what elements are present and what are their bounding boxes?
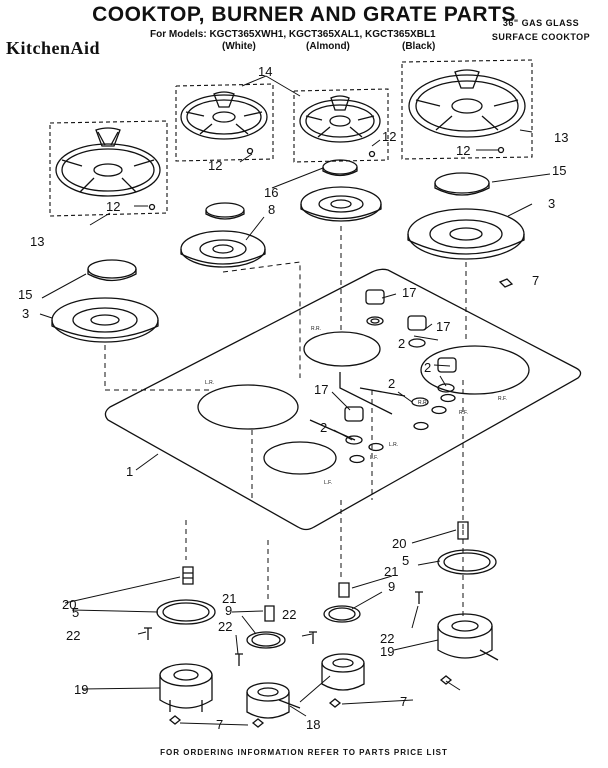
- callout-14: 14: [258, 64, 272, 79]
- screws: [144, 591, 423, 666]
- cooktop-subtitle: 36" GAS GLASS SURFACE COOKTOP: [486, 16, 596, 44]
- callout-5-left: 5: [72, 605, 79, 620]
- callout-9-left: 9: [225, 603, 232, 618]
- mark-rr-valve: R.R.: [418, 400, 428, 406]
- callout-5-right: 5: [402, 553, 409, 568]
- callout-15-right: 15: [552, 163, 566, 178]
- burner-cap-right-large: [434, 172, 490, 196]
- burner-cap-center-left: [205, 202, 245, 220]
- mark-lf: L.F.: [324, 480, 332, 486]
- ordering-footer: FOR ORDERING INFORMATION REFER TO PARTS …: [160, 748, 448, 757]
- callout-16: 16: [264, 185, 278, 200]
- mark-lr: L.R.: [205, 380, 214, 386]
- burner-cap-center: [322, 159, 358, 177]
- control-knobs: [344, 289, 457, 464]
- grate-box-center: [293, 88, 389, 163]
- leader-lines: [39, 75, 551, 726]
- callout-13-right: 13: [554, 130, 568, 145]
- callout-21-right: 21: [384, 564, 398, 579]
- mark-rf: R.F.: [498, 396, 507, 402]
- callout-9-right: 9: [388, 579, 395, 594]
- grate-left: [55, 127, 161, 197]
- callout-2-rear-left: 2: [388, 376, 395, 391]
- variant-white: (White): [222, 41, 256, 52]
- burner-bowl-left: [51, 297, 159, 343]
- grate-center: [299, 95, 381, 143]
- orifice-holders: [182, 521, 469, 622]
- burner-bowl-right: [407, 208, 525, 260]
- burner-cap-left-large: [87, 259, 137, 282]
- position-marks: L.R. L.F. R.R. R.F. R.R. R.F. L.R. L.F.: [205, 326, 507, 486]
- models-label: For Models: KGCT365XWH1, KGCT365XAL1, KG…: [150, 29, 436, 40]
- knob-3: [437, 357, 457, 393]
- callout-3-left: 3: [22, 306, 29, 321]
- glass-cooktop: [104, 268, 582, 531]
- callout-12-right: 12: [456, 143, 470, 158]
- callout-13-left: 13: [30, 234, 44, 249]
- page-title: COOKTOP, BURNER AND GRATE PARTS: [92, 3, 516, 26]
- grate-bumpers: [148, 146, 505, 211]
- callout-12-center-left: 12: [208, 158, 222, 173]
- callout-2-rear-right: 2: [398, 336, 405, 351]
- grate-boxes: [49, 59, 533, 217]
- mark-lf-valve: L.F.: [370, 455, 378, 461]
- callout-21-left: 21: [222, 591, 236, 606]
- projection-lines: [104, 226, 467, 620]
- callout-22-right: 22: [380, 631, 394, 646]
- mark-rf-valve: R.F.: [459, 410, 468, 416]
- callout-12-center: 12: [382, 129, 396, 144]
- callout-numbers: 1 2 2 2 2 3 3 5 5 7 7 7 8 9 9 12 12 12 1…: [18, 64, 568, 732]
- burner-bases: [159, 613, 499, 719]
- burner-bowl-center-left: [180, 230, 266, 268]
- variant-black: (Black): [402, 41, 436, 52]
- callout-7-top: 7: [532, 273, 539, 288]
- callout-19-right: 19: [380, 644, 394, 659]
- brand-logo: KitchenAid: [6, 38, 101, 58]
- callout-17-top: 17: [402, 285, 416, 300]
- subtitle-line-2: SURFACE COOKTOP: [491, 32, 591, 42]
- callout-8: 8: [268, 202, 275, 217]
- grate-right: [408, 69, 526, 138]
- callout-22-left: 22: [66, 628, 80, 643]
- callout-18: 18: [306, 717, 320, 732]
- callout-20-right: 20: [392, 536, 406, 551]
- callout-12-left: 12: [106, 199, 120, 214]
- callout-19-left: 19: [74, 682, 88, 697]
- mark-rr: R.R.: [311, 326, 321, 332]
- burner-bowl-center: [300, 186, 382, 222]
- callout-3-right: 3: [548, 196, 555, 211]
- callout-15-left: 15: [18, 287, 32, 302]
- burner-rings: [156, 549, 497, 649]
- knob-1: [365, 289, 385, 326]
- knob-2: [407, 315, 427, 348]
- callout-2-front-left: 2: [320, 420, 327, 435]
- callout-1: 1: [126, 464, 133, 479]
- callout-2-front-right: 2: [424, 360, 431, 375]
- grate-box-right: [401, 59, 533, 160]
- knob-4: [344, 406, 364, 445]
- callout-7-bottom-right: 7: [400, 694, 407, 709]
- grate-center-left: [180, 91, 268, 140]
- bezels: [349, 393, 456, 464]
- mark-lr-valve: L.R.: [389, 442, 398, 448]
- callout-17-middle: 17: [436, 319, 450, 334]
- variant-almond: (Almond): [306, 41, 350, 52]
- grate-box-left: [49, 120, 168, 217]
- callout-7-bottom-left: 7: [216, 717, 223, 732]
- callout-22-center: 22: [282, 607, 296, 622]
- callout-22-center-left: 22: [218, 619, 232, 634]
- callout-20-left: 20: [62, 597, 76, 612]
- subtitle-line-1: 36" GAS GLASS: [502, 18, 580, 28]
- callout-17-left: 17: [314, 382, 328, 397]
- grommets: [168, 278, 514, 728]
- grate-box-center-left: [175, 83, 274, 162]
